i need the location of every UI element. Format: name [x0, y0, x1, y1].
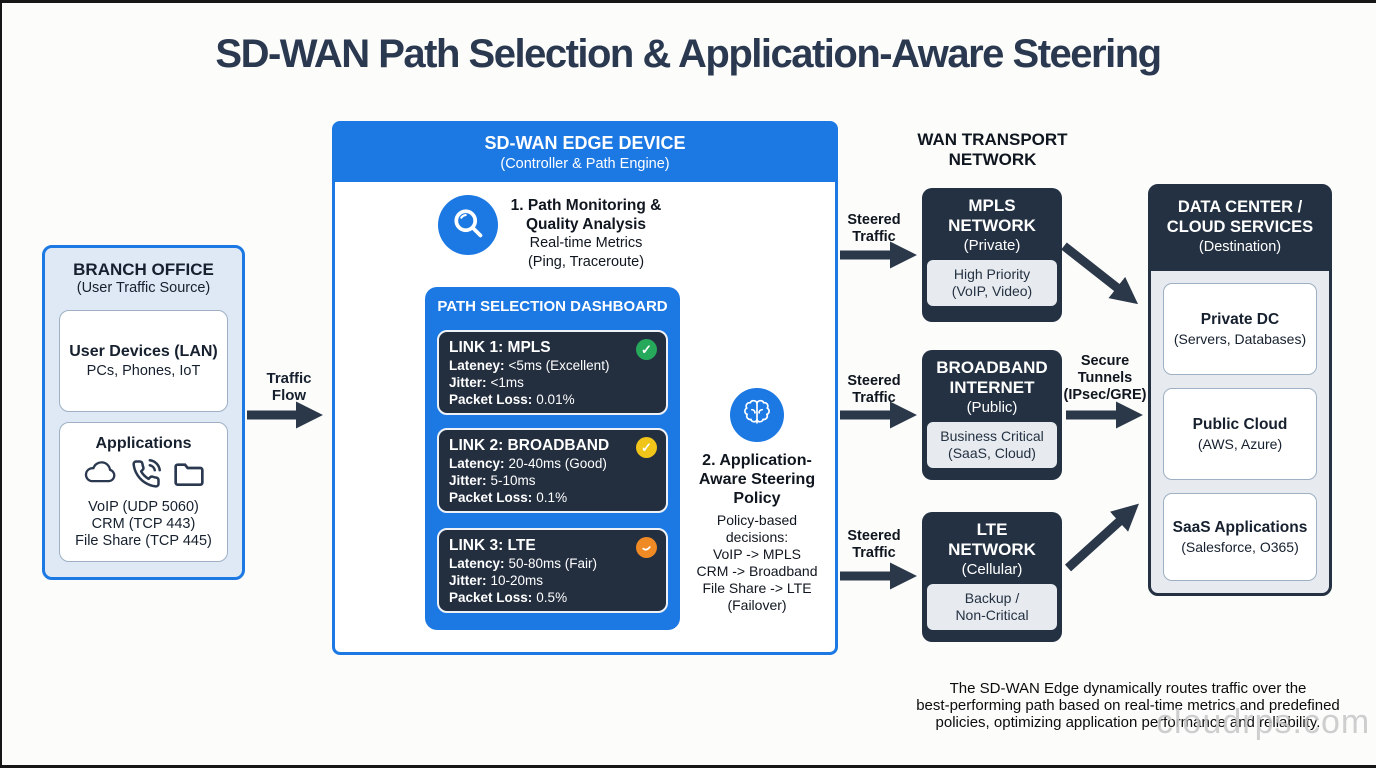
applications-title: Applications: [95, 434, 192, 452]
link1-name: LINK 1: MPLS: [449, 339, 551, 356]
edge-device-subtitle: (Controller & Path Engine): [500, 156, 670, 172]
mpls-network-box: MPLS NETWORK (Private) High Priority (Vo…: [922, 188, 1062, 322]
link-card-mpls: LINK 1: MPLS ✓ Lateney:<5ms (Excellent) …: [437, 330, 668, 415]
user-devices-subtitle: PCs, Phones, IoT: [86, 363, 201, 379]
branch-office-subtitle: (User Traffic Source): [76, 280, 211, 296]
screen-edge-top: [0, 0, 1376, 3]
steering-policy-text: 2. Application- Aware Steering Policy Po…: [696, 452, 818, 613]
path-monitoring-text: 1. Path Monitoring & Quality Analysis Re…: [498, 196, 674, 272]
arrow-mpls-to-dc: [1061, 242, 1139, 305]
app-item-crm: CRM (TCP 443): [91, 515, 196, 532]
arrow-lte-to-dc: [1064, 503, 1139, 572]
diagram-caption: The SD-WAN Edge dynamically routes traff…: [916, 680, 1340, 732]
secure-tunnels-label: Secure Tunnels (IPsec/GRE): [1063, 353, 1147, 403]
app-item-voip: VoIP (UDP 5060): [88, 498, 199, 515]
applications-card: Applications VoIP (UDP 5060) CRM (TCP 4: [59, 422, 228, 562]
path-selection-dashboard: PATH SELECTION DASHBOARD LINK 1: MPLS ✓ …: [425, 287, 680, 630]
datacenter-header: DATA CENTER / CLOUD SERVICES (Destinatio…: [1151, 187, 1329, 271]
saas-applications-card: SaaS Applications (Salesforce, O365): [1163, 493, 1317, 581]
user-devices-card: User Devices (LAN) PCs, Phones, IoT: [59, 310, 228, 412]
steering-circle: [730, 388, 784, 442]
status-badge-good-icon: ✓: [636, 437, 657, 458]
screen-edge-left: [0, 0, 2, 768]
lte-network-box: LTE NETWORK (Cellular) Backup / Non-Crit…: [922, 512, 1062, 642]
public-cloud-card: Public Cloud (AWS, Azure): [1163, 388, 1317, 480]
path-monitoring-circle: [438, 195, 498, 255]
edge-device-header: SD-WAN EDGE DEVICE (Controller & Path En…: [335, 124, 835, 182]
monitoring-desc-line2: (Ping, Traceroute): [527, 254, 645, 270]
application-icons: [82, 458, 206, 494]
mpls-priority-tag: High Priority (VoIP, Video): [927, 260, 1057, 306]
screen-edge-bottom: [0, 765, 1376, 768]
brain-icon: [740, 397, 774, 433]
curve-mark-icon: [642, 546, 651, 551]
lte-priority-tag: Backup / Non-Critical: [927, 584, 1057, 630]
private-dc-card: Private DC (Servers, Databases): [1163, 283, 1317, 375]
monitoring-title-line1: 1. Path Monitoring &: [510, 197, 662, 214]
status-badge-excellent-icon: ✓: [636, 339, 657, 360]
app-item-fileshare: File Share (TCP 445): [75, 532, 212, 549]
link2-name: LINK 2: BROADBAND: [449, 437, 610, 454]
dashboard-title: PATH SELECTION DASHBOARD: [437, 298, 668, 315]
link-card-lte: LINK 3: LTE Latency:50-80ms (Fair) Jitte…: [437, 528, 668, 613]
voip-phone-icon: [131, 458, 161, 494]
broadband-network-box: BROADBAND INTERNET (Public) Business Cri…: [922, 350, 1062, 480]
edge-device-title: SD-WAN EDGE DEVICE: [484, 133, 686, 153]
monitoring-title-line2: Quality Analysis: [525, 216, 647, 233]
wan-transport-title: WAN TRANSPORT NETWORK: [917, 130, 1068, 169]
folder-icon: [172, 460, 206, 493]
traffic-flow-label: Traffic Flow: [266, 370, 312, 404]
status-badge-fair-icon: [636, 537, 657, 558]
branch-office-box: BRANCH OFFICE (User Traffic Source) User…: [42, 245, 245, 580]
monitoring-desc-line1: Real-time Metrics: [529, 235, 643, 251]
page-title: SD-WAN Path Selection & Application-Awar…: [215, 32, 1162, 76]
datacenter-box: DATA CENTER / CLOUD SERVICES (Destinatio…: [1148, 184, 1332, 596]
branch-office-title: BRANCH OFFICE: [73, 260, 214, 279]
user-devices-title: User Devices (LAN): [69, 343, 218, 360]
link3-name: LINK 3: LTE: [449, 537, 536, 554]
link-card-broadband: LINK 2: BROADBAND ✓ Latency:20-40ms (Goo…: [437, 428, 668, 513]
magnifier-icon: [450, 205, 486, 246]
broadband-priority-tag: Business Critical (SaaS, Cloud): [927, 422, 1057, 468]
cloud-icon: [82, 460, 120, 492]
